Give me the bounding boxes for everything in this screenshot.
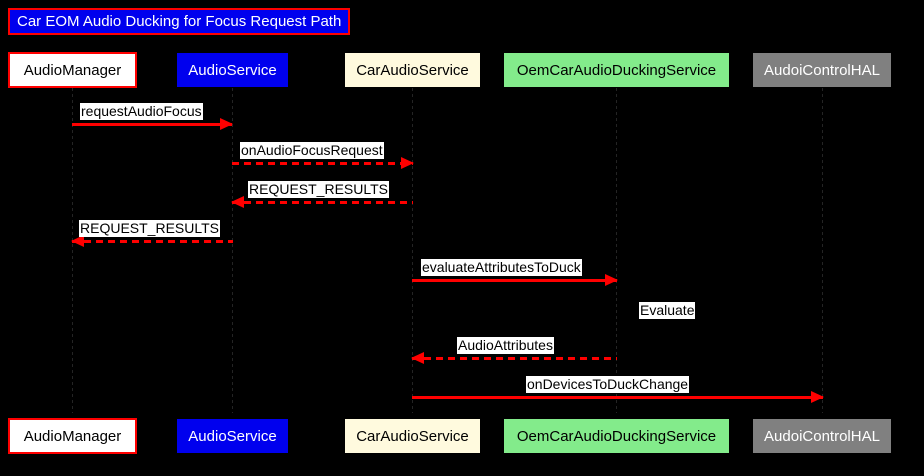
message-arrow-evaluate-attributes-to-duck	[412, 274, 618, 286]
participant-car-audio-service-bottom[interactable]: CarAudioService	[344, 418, 481, 454]
participant-label: AudioManager	[23, 61, 122, 79]
participant-audio-manager-bottom[interactable]: AudioManager	[8, 418, 137, 454]
message-label-evaluate-attributes-to-duck: evaluateAttributesToDuck	[421, 259, 582, 276]
participant-label: AudoiControlHAL	[764, 61, 880, 79]
arrow-head-icon	[411, 352, 424, 364]
lifeline-audoi-control-hal	[822, 88, 823, 413]
message-label-audio-attributes: AudioAttributes	[457, 337, 554, 354]
message-label-request-audio-focus: requestAudioFocus	[80, 103, 203, 120]
message-arrow-on-devices-to-duck-change	[412, 391, 824, 403]
participant-label: AudioManager	[23, 427, 122, 445]
participant-label: OemCarAudioDuckingService	[516, 427, 717, 445]
arrow-line	[232, 162, 413, 165]
arrow-line	[72, 240, 233, 243]
message-label-request-results-to-audio-manager: REQUEST_RESULTS	[79, 220, 220, 237]
participant-label: AudioService	[188, 427, 277, 445]
participant-oem-car-audio-ducking-service-bottom[interactable]: OemCarAudioDuckingService	[503, 418, 730, 454]
participant-label: AudioService	[188, 61, 277, 79]
arrow-line	[412, 279, 617, 282]
arrow-line	[412, 396, 823, 399]
arrow-head-icon	[220, 118, 233, 130]
diagram-title-box: Car EOM Audio Ducking for Focus Request …	[8, 8, 351, 35]
note-evaluate-note: Evaluate	[639, 302, 696, 319]
lifeline-car-audio-service	[412, 88, 413, 413]
participant-audio-manager-top[interactable]: AudioManager	[8, 52, 137, 88]
lifeline-oem-car-audio-ducking-service	[616, 88, 617, 413]
participant-audoi-control-hal-top[interactable]: AudoiControlHAL	[752, 52, 892, 88]
participant-audio-service-top[interactable]: AudioService	[176, 52, 289, 88]
message-label-request-results-to-audio-service: REQUEST_RESULTS	[248, 181, 389, 198]
arrow-line	[412, 357, 617, 360]
participant-car-audio-service-top[interactable]: CarAudioService	[344, 52, 481, 88]
participant-label: AudoiControlHAL	[764, 427, 880, 445]
participant-oem-car-audio-ducking-service-top[interactable]: OemCarAudioDuckingService	[503, 52, 730, 88]
lifeline-audio-service	[232, 88, 233, 413]
arrow-head-icon	[811, 391, 824, 403]
message-label-on-devices-to-duck-change: onDevicesToDuckChange	[526, 376, 690, 393]
message-arrow-request-audio-focus	[72, 118, 233, 130]
message-arrow-on-audio-focus-request	[232, 157, 414, 169]
arrow-head-icon	[231, 196, 244, 208]
participant-audoi-control-hal-bottom[interactable]: AudoiControlHAL	[752, 418, 892, 454]
diagram-title-text: Car EOM Audio Ducking for Focus Request …	[17, 12, 342, 30]
arrow-head-icon	[71, 235, 84, 247]
message-arrow-audio-attributes	[411, 352, 617, 364]
arrow-head-icon	[605, 274, 618, 286]
participant-label: CarAudioService	[356, 61, 469, 79]
arrow-head-icon	[401, 157, 414, 169]
lifeline-audio-manager	[72, 88, 73, 413]
arrow-line	[232, 201, 413, 204]
message-arrow-request-results-to-audio-service	[231, 196, 413, 208]
participant-label: CarAudioService	[356, 427, 469, 445]
arrow-line	[72, 123, 232, 126]
participant-audio-service-bottom[interactable]: AudioService	[176, 418, 289, 454]
participant-label: OemCarAudioDuckingService	[516, 61, 717, 79]
message-label-on-audio-focus-request: onAudioFocusRequest	[240, 142, 384, 159]
message-arrow-request-results-to-audio-manager	[71, 235, 233, 247]
